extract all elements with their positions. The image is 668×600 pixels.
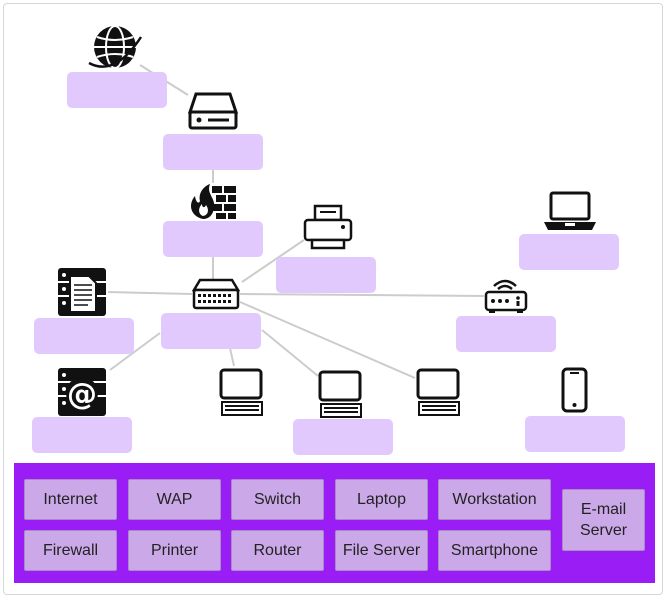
link-switch-workstation-1 — [229, 347, 235, 367]
router-icon — [187, 92, 239, 130]
email-server-icon: @ — [58, 368, 106, 416]
drop-zone-laptop[interactable] — [519, 234, 619, 270]
printer-icon — [303, 204, 353, 250]
svg-text:@: @ — [67, 377, 97, 412]
laptop-icon — [544, 191, 596, 230]
drop-zone-router[interactable] — [163, 134, 263, 170]
firewall-icon — [191, 184, 236, 219]
drop-zone-internet[interactable] — [67, 72, 167, 108]
link-switch-file-server — [107, 291, 193, 295]
link-switch-wap — [239, 293, 485, 297]
drop-zone-printer[interactable] — [276, 257, 376, 293]
label-router[interactable]: Router — [231, 530, 324, 571]
drop-zone-firewall[interactable] — [163, 221, 263, 257]
link-switch-workstation-2 — [261, 329, 319, 377]
label-workstation[interactable]: Workstation — [438, 479, 551, 520]
drop-zone-switch[interactable] — [161, 313, 261, 349]
connection-lines — [107, 64, 485, 379]
label-smartphone[interactable]: Smartphone — [438, 530, 551, 571]
globe-icon — [88, 25, 143, 69]
file-server-icon — [58, 268, 106, 316]
label-firewall[interactable]: Firewall — [24, 530, 117, 571]
label-printer[interactable]: Printer — [128, 530, 221, 571]
label-file-server[interactable]: File Server — [335, 530, 428, 571]
drop-zone-wap[interactable] — [456, 316, 556, 352]
label-email-server[interactable]: E-mail Server — [562, 489, 645, 551]
workstation-icon — [416, 368, 460, 416]
label-email-server-line1: E-mail — [580, 501, 627, 518]
label-laptop[interactable]: Laptop — [335, 479, 428, 520]
label-bank: Internet WAP Switch Laptop Workstation E… — [14, 463, 655, 583]
link-switch-email-server — [109, 332, 161, 371]
drop-zone-email-server[interactable] — [32, 417, 132, 453]
drop-zone-workstation[interactable] — [293, 419, 393, 455]
label-switch[interactable]: Switch — [231, 479, 324, 520]
smartphone-icon — [561, 367, 588, 413]
label-internet[interactable]: Internet — [24, 479, 117, 520]
switch-icon — [191, 278, 241, 310]
label-wap[interactable]: WAP — [128, 479, 221, 520]
wap-icon — [484, 279, 528, 313]
link-switch-workstation-3 — [239, 301, 416, 379]
label-email-server-line2: Server — [579, 522, 628, 539]
drop-zone-smartphone[interactable] — [525, 416, 625, 452]
link-switch-printer — [241, 239, 305, 283]
drop-zone-file-server[interactable] — [34, 318, 134, 354]
workstation-icon — [318, 370, 362, 418]
workstation-icon — [219, 368, 263, 416]
